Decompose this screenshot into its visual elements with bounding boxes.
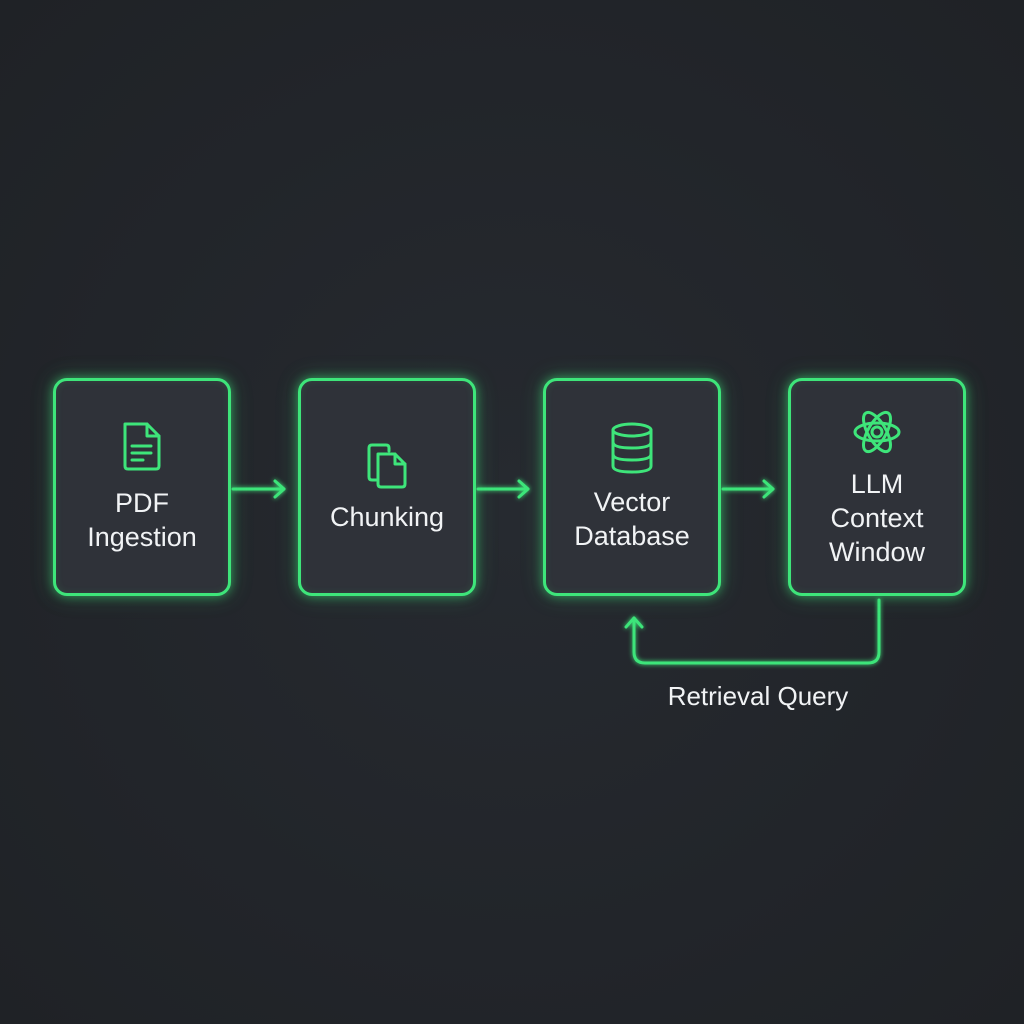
copy-pages-icon bbox=[367, 443, 407, 489]
node-pdf-ingestion: PDF Ingestion bbox=[53, 378, 231, 596]
database-icon bbox=[611, 422, 653, 474]
node-vector-database: Vector Database bbox=[543, 378, 721, 596]
document-icon bbox=[123, 422, 161, 471]
node-pdf-ingestion-label: PDF Ingestion bbox=[87, 488, 197, 552]
feedback-loop-arrow bbox=[624, 598, 881, 665]
llm-logo-icon bbox=[853, 410, 901, 454]
node-llm-context-window: LLM Context Window bbox=[788, 378, 966, 596]
node-llm-context-window-label: LLM Context Window bbox=[828, 469, 926, 567]
arrow-ingestion-to-chunking bbox=[231, 479, 286, 499]
retrieval-query-label: Retrieval Query bbox=[667, 681, 849, 711]
node-vector-database-label: Vector Database bbox=[574, 487, 690, 551]
arrow-vector-database-to-llm bbox=[721, 479, 775, 499]
node-chunking: Chunking bbox=[298, 378, 476, 596]
arrow-chunking-to-vector-database bbox=[476, 479, 530, 499]
node-chunking-label: Chunking bbox=[329, 502, 445, 532]
